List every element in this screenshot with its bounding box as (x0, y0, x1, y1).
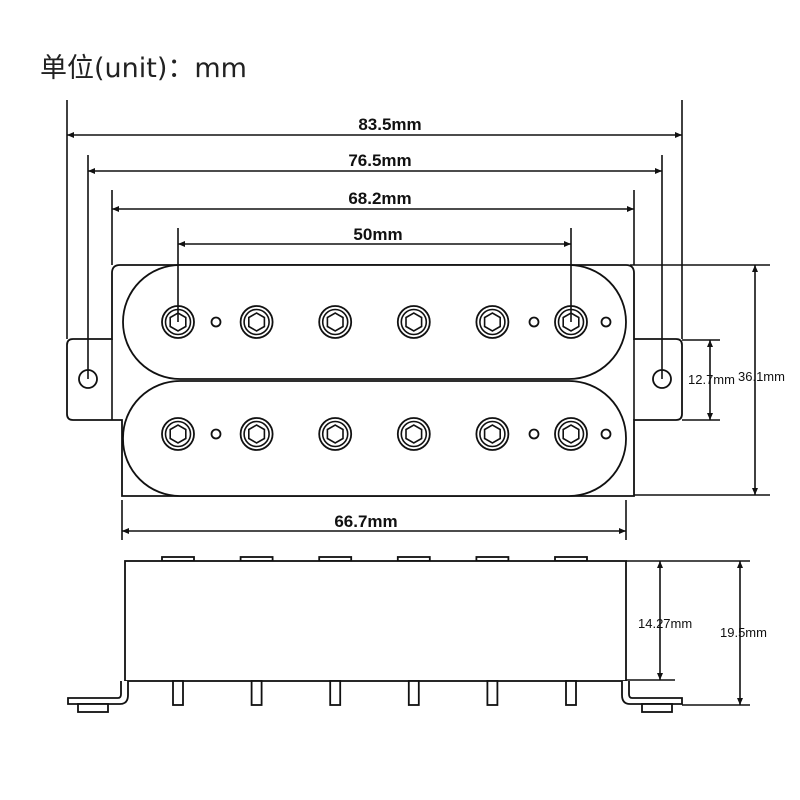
pole-screw (396, 417, 431, 451)
top-view (66, 264, 683, 497)
pole-screw (396, 305, 431, 339)
pole-leg (250, 680, 263, 706)
side-view (67, 556, 683, 713)
dim-tab-width: 12.7mm (688, 372, 735, 387)
pole-screw (475, 305, 510, 339)
dim-mount-hole-spacing: 76.5mm (348, 151, 411, 170)
dim-cover-width: 66.7mm (334, 512, 397, 531)
pole-screw (161, 417, 195, 451)
dim-cover-height: 14.27mm (638, 616, 692, 631)
pole-leg (407, 680, 420, 706)
pole-screw (318, 417, 353, 451)
pole-screw (239, 417, 274, 451)
pole-leg (565, 680, 577, 706)
screw-hole (600, 316, 612, 328)
screw-hole (210, 316, 222, 328)
upper-coil (122, 264, 627, 380)
pole-leg (172, 680, 184, 706)
dim-total-height: 19.5mm (720, 625, 767, 640)
dim-base-width: 68.2mm (348, 189, 411, 208)
pole-screw (318, 305, 353, 339)
top-dimensions: 83.5mm 76.5mm 68.2mm 50mm 12.7mm 36.1mm … (66, 100, 785, 540)
screw-hole (528, 428, 540, 440)
screw-hole (528, 316, 540, 328)
pole-leg (329, 680, 342, 706)
left-foot (67, 681, 129, 705)
screw-hole (210, 428, 222, 440)
cover-side (124, 560, 627, 682)
pole-leg (486, 680, 499, 706)
dim-pole-spacing: 50mm (353, 225, 402, 244)
lower-coil (122, 380, 627, 497)
dim-overall-width: 83.5mm (358, 115, 421, 134)
right-foot (621, 681, 683, 705)
screw-hole (600, 428, 612, 440)
pole-screw (554, 417, 588, 451)
pole-screw (239, 305, 274, 339)
pole-screw (475, 417, 510, 451)
side-dimensions: 14.27mm 19.5mm (626, 560, 767, 706)
dim-overall-length: 36.1mm (738, 369, 785, 384)
unit-label: 单位(unit)：mm (40, 53, 247, 84)
